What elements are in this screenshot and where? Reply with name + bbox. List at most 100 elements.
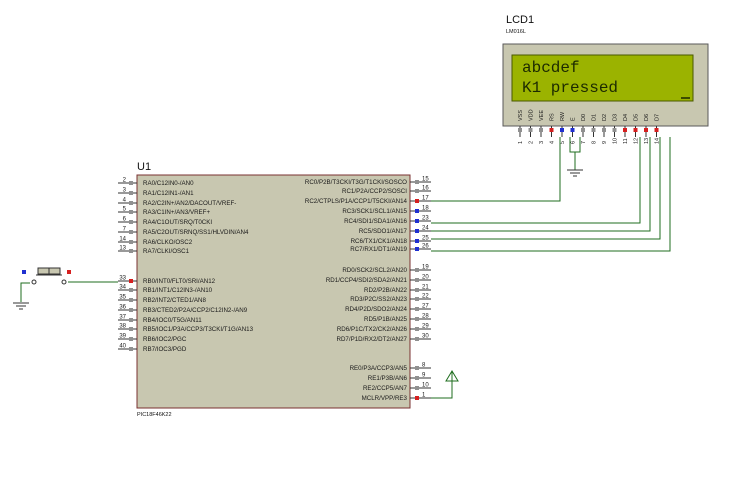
mcu-pin-number: 23: [422, 216, 429, 222]
mcu-pin-number: 20: [422, 275, 429, 281]
mcu-pin-state: [415, 396, 419, 400]
mcu-pin-number: 27: [422, 304, 429, 310]
mcu-pin-state: [415, 229, 419, 233]
lcd-pin-name: VSS: [518, 110, 524, 121]
mcu-pin-number: 1: [422, 393, 426, 399]
lcd-pin-name: D1: [592, 114, 598, 121]
mcu-pin-number: 2: [123, 178, 127, 184]
mcu-pin-state: [415, 268, 419, 272]
lcd-pin-name: E: [571, 117, 577, 121]
mcu-pin-label: RD5/P1B/AN25: [364, 316, 408, 323]
mcu-pin-label: RC3/SCK1/SCL1/AN15: [342, 208, 407, 215]
mcu-pin-number: 26: [422, 244, 429, 250]
lcd-pin-number: 7: [581, 141, 587, 144]
mcu-pin-state: [129, 230, 133, 234]
mcu-pin-state: [129, 249, 133, 253]
mcu-pin-label: RB4/IOC0/T5G/AN11: [143, 317, 202, 324]
lcd-pin-number: 14: [655, 138, 661, 144]
mcu-pin-label: RB0/INT0/FLT0/SRI/AN12: [143, 278, 216, 285]
lcd-pin-number: 3: [539, 141, 545, 144]
mcu-pin-state: [129, 337, 133, 341]
mcu-pin-label: RD7/P1D/RX2/DT2/AN27: [337, 336, 408, 343]
mcu-pin-number: 19: [422, 265, 429, 271]
lcd-component[interactable]: LCD1 LM016L abcdef K1 pressed VSS1VDD2VE…: [502, 14, 709, 144]
lcd-pin-number: 12: [634, 138, 640, 144]
mcu-pin-state: [415, 366, 419, 370]
mcu-pin-number: 29: [422, 324, 429, 330]
mcu-pin-number: 24: [422, 226, 429, 232]
lcd-pin-state: [518, 128, 522, 132]
wire-rc2-rs: [431, 137, 561, 202]
mcu-pin-label: MCLR/VPP/RE3: [362, 395, 408, 402]
wire-rc6-d6: [431, 137, 661, 240]
lcd-pin-number: 5: [560, 141, 566, 144]
lcd-pin-number: 2: [529, 141, 535, 144]
lcd-pin-name: D3: [613, 114, 619, 121]
mcu-pin-state: [129, 298, 133, 302]
mcu-pin-label: RC7/RX1/DT1/AN19: [350, 246, 407, 253]
wire-rc5-d5: [431, 137, 651, 232]
mcu-pin-label: RC4/SDI1/SDA1/AN16: [344, 218, 407, 225]
lcd-pin-state: [633, 128, 638, 132]
lcd-pin-name: D7: [655, 114, 661, 121]
lcd-pin-number: 9: [602, 141, 608, 144]
mcu-right-pins: 15RC0/P2B/T3CKI/T3G/T1CKI/SOSCO16RC1/P2A…: [305, 177, 431, 402]
lcd-pin-name: RW: [560, 111, 566, 121]
lcd-pin-state: [654, 128, 659, 132]
mcu-pin-number: 28: [422, 314, 429, 320]
mcu-pin-number: 34: [119, 285, 126, 291]
lcd-model-label: LM016L: [506, 29, 526, 35]
mcu-model-label: PIC18F46K22: [137, 412, 172, 418]
mcu-pin-state: [129, 318, 133, 322]
lcd-pin-name: D5: [634, 114, 640, 121]
push-button-icon[interactable]: [22, 267, 71, 285]
lcd-pin-row: VSS1VDD2VEE3RS4RW5E6D07D18D29D310D411D51…: [518, 109, 661, 144]
mcu-pin-label: RC2/CTPLS/P1A/CCP1/T5CKI/AN14: [305, 198, 408, 205]
mcu-pin-label: RB6/IOC2/PGC: [143, 336, 187, 343]
lcd-pin-name: VDD: [529, 109, 535, 121]
mcu-pin-label: RA5/C2OUT/SRNQ/SS1/HLVDIN/AN4: [143, 229, 249, 236]
mcu-pin-state: [415, 327, 419, 331]
mcu-ref-label: U1: [137, 161, 151, 173]
mcu-pin-label: RA2/C2IN+/AN2/DACOUT/VREF-: [143, 200, 236, 207]
mcu-pin-number: 35: [119, 295, 126, 301]
mcu-pin-state: [129, 240, 133, 244]
lcd-pin-name: RS: [550, 113, 556, 121]
mcu-pin-label: RD3/P2C/SS2/AN23: [350, 296, 407, 303]
lcd-pin-state: [581, 128, 585, 132]
wire-mclr-power: [431, 380, 453, 399]
mcu-pin-number: 7: [123, 227, 127, 233]
lcd-pin-number: 11: [623, 138, 629, 144]
mcu-pin-label: RD2/P2B/AN22: [364, 287, 408, 294]
mcu-pin-label: RD1/CCP4/SDI2/SDA2/AN21: [326, 277, 408, 284]
mcu-pin-number: 14: [119, 237, 126, 243]
wires: [20, 137, 671, 399]
mcu-pin-label: RA4/C1OUT/SRQ/T0CKI: [143, 219, 212, 226]
mcu-pin-number: 4: [123, 198, 127, 204]
mcu-pin-state: [415, 219, 419, 223]
mcu-pin-label: RC6/TX1/CK1/AN18: [351, 238, 408, 245]
mcu-pin-label: RB3/CTED2/P2A/CCP2/C12IN2-/AN9: [143, 307, 248, 314]
mcu-pin-state: [415, 386, 419, 390]
mcu-pin-number: 25: [422, 236, 429, 242]
lcd-line-1: abcdef: [522, 59, 580, 77]
mcu-body: [136, 174, 411, 409]
mcu-pin-label: RC1/P2A/CCP2/SOSCI: [342, 188, 407, 195]
mcu-pin-label: RE1/P3B/AN6: [368, 375, 408, 382]
lcd-screen: [511, 54, 694, 102]
mcu-pin-number: 38: [119, 324, 126, 330]
mcu-pin-state: [129, 191, 133, 195]
mcu-pin-label: RA3/C1IN+/AN3/VREF+: [143, 209, 210, 216]
lcd-pin-name: D2: [602, 114, 608, 121]
mcu-pin-state: [129, 327, 133, 331]
mcu-pin-state: [129, 308, 133, 312]
lcd-pin-name: VEE: [539, 110, 545, 121]
mcu-pin-number: 5: [123, 207, 127, 213]
mcu-pin-number: 22: [422, 294, 429, 300]
mcu-pin-label: RB5/IOC1/P3A/CCP3/T3CKI/T1G/AN13: [143, 326, 254, 333]
mcu-pin-state: [129, 201, 133, 205]
mcu-pin-label: RE2/CCP5/AN7: [363, 385, 408, 392]
mcu-pin-number: 33: [119, 276, 126, 282]
